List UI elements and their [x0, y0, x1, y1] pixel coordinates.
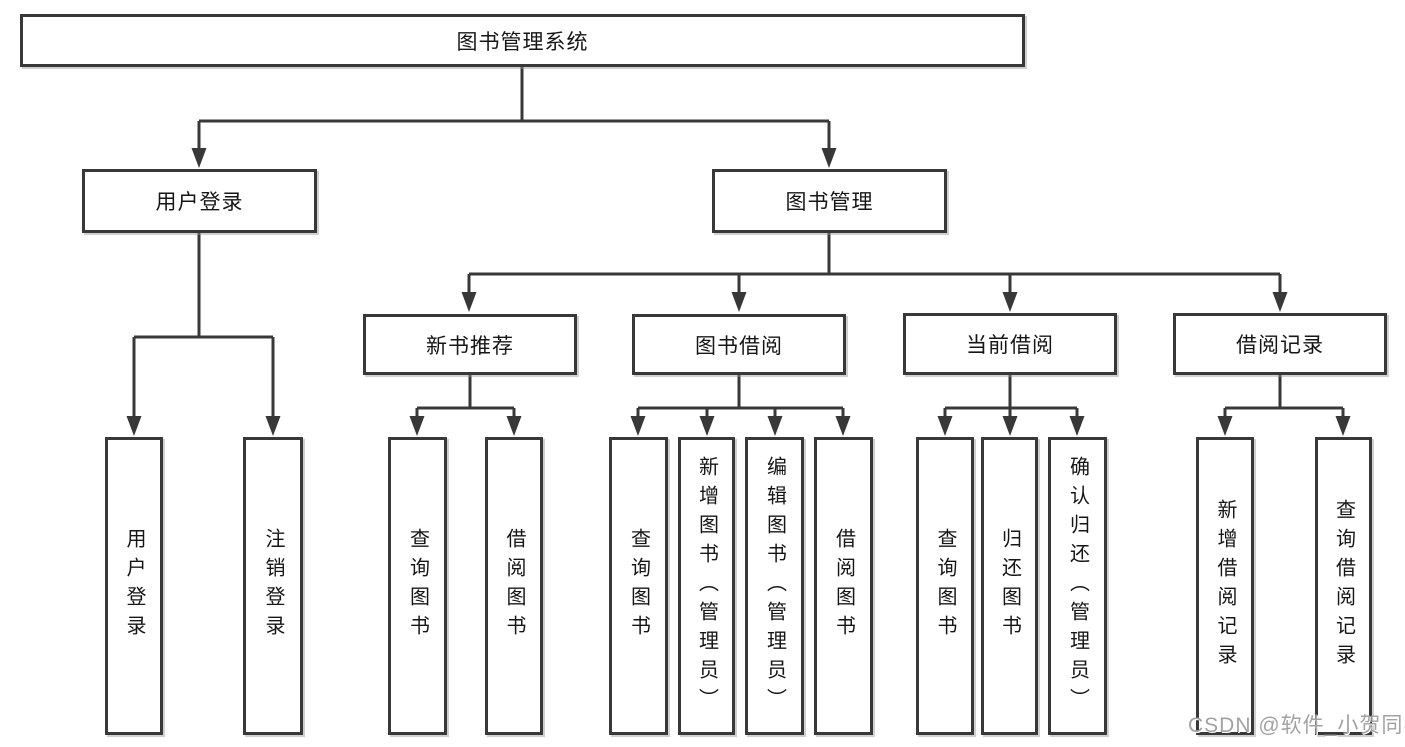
leaf-borrow-books-recommend: 借阅图书	[485, 437, 543, 735]
arrowhead	[409, 416, 425, 436]
node-user-login: 用户登录	[82, 169, 317, 233]
arrowhead	[937, 416, 953, 436]
connector-root-to-level2	[197, 67, 831, 150]
node-book-borrowing: 图书借阅	[632, 314, 846, 375]
leaf-label: 用户登录	[123, 528, 145, 644]
leaf-query-borrow-record: 查询借阅记录	[1315, 437, 1372, 735]
connector-borrow-records-to-leaves	[1223, 375, 1345, 419]
arrowhead	[461, 292, 477, 312]
leaf-add-books-admin: 新增图书（管理员）	[678, 437, 735, 735]
leaf-borrow-books-borrowing: 借阅图书	[814, 437, 873, 735]
leaf-query-books-recommend: 查询图书	[388, 437, 447, 735]
arrowhead	[630, 416, 646, 436]
node-borrow-records: 借阅记录	[1173, 313, 1387, 375]
arrowhead	[699, 416, 715, 436]
leaf-label: 编辑图书（管理员）	[763, 455, 786, 717]
arrowhead	[821, 148, 837, 168]
arrowhead	[1335, 416, 1351, 436]
leaf-label: 查询图书	[627, 528, 650, 644]
leaf-edit-books-admin: 编辑图书（管理员）	[745, 437, 804, 735]
arrowhead	[1069, 416, 1085, 436]
leaf-label: 借阅图书	[503, 528, 525, 644]
node-current-borrowing: 当前借阅	[903, 313, 1117, 375]
arrowhead	[1002, 292, 1018, 312]
leaf-label: 归还图书	[998, 528, 1021, 644]
leaf-label: 借阅图书	[832, 528, 855, 644]
node-new-book-recommend: 新书推荐	[363, 314, 577, 375]
connector-current-borrow-to-leaves	[943, 375, 1079, 419]
node-root-library-system: 图书管理系统	[20, 14, 1025, 67]
arrowhead	[731, 292, 747, 312]
connector-new-books-to-leaves	[415, 375, 516, 419]
leaf-label: 查询图书	[934, 528, 956, 644]
leaf-label: 注销登录	[262, 528, 284, 644]
leaf-return-books: 归还图书	[981, 437, 1038, 735]
leaf-query-books-current: 查询图书	[916, 437, 974, 735]
node-book-management: 图书管理	[712, 169, 947, 233]
connector-book-mgmt-to-level3	[467, 233, 1282, 296]
connector-book-borrow-to-leaves	[636, 375, 845, 419]
leaf-logout: 注销登录	[243, 437, 303, 735]
arrowhead	[191, 148, 207, 168]
arrowheads	[126, 148, 1351, 436]
leaf-label: 新增借阅记录	[1214, 499, 1236, 673]
leaf-label: 确认归还（管理员）	[1066, 455, 1089, 717]
arrowhead	[1272, 292, 1288, 312]
arrowhead	[1002, 416, 1018, 436]
leaf-user-login: 用户登录	[105, 437, 163, 735]
watermark: CSDN @软件_小贺同学	[1188, 714, 1405, 737]
arrowhead	[506, 416, 522, 436]
leaf-add-borrow-record: 新增借阅记录	[1196, 437, 1254, 735]
connector-user-login-to-leaves	[132, 233, 275, 419]
arrowhead	[1217, 416, 1233, 436]
arrowhead	[126, 416, 142, 436]
arrowhead	[767, 416, 783, 436]
leaf-confirm-return-admin: 确认归还（管理员）	[1048, 437, 1107, 735]
leaf-label: 新增图书（管理员）	[695, 455, 718, 717]
arrowhead	[265, 416, 281, 436]
leaf-label: 查询借阅记录	[1332, 499, 1355, 673]
leaf-label: 查询图书	[406, 528, 429, 644]
arrowhead	[835, 416, 851, 436]
leaf-query-books-borrowing: 查询图书	[609, 437, 668, 735]
